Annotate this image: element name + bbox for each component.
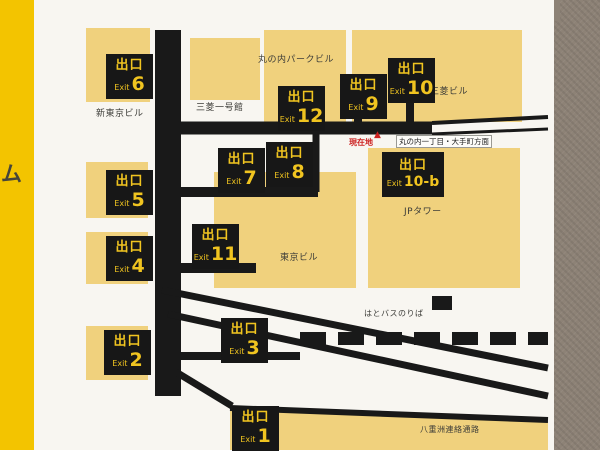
bus-stop-marks bbox=[300, 296, 548, 345]
yellow-sign-edge: ム bbox=[0, 0, 34, 450]
exit-4-number: 4 bbox=[131, 255, 145, 277]
current-location-arrow-icon: ▲ bbox=[374, 130, 381, 140]
exit-3-en: Exit bbox=[229, 347, 245, 356]
exit-11-number: 11 bbox=[210, 243, 238, 265]
exit-11-jp: 出口 bbox=[201, 228, 230, 243]
exit-8-en: Exit bbox=[274, 171, 290, 180]
exit-8-number: 8 bbox=[291, 161, 305, 183]
sign-partial-text: ム bbox=[1, 162, 22, 186]
exit-2-number: 2 bbox=[129, 349, 143, 371]
exit-11-en: Exit bbox=[193, 253, 209, 262]
exit-3-number: 3 bbox=[246, 337, 260, 359]
exit-5-number: 5 bbox=[131, 189, 145, 211]
exit-1-number: 1 bbox=[257, 425, 271, 447]
exit-5-en: Exit bbox=[114, 199, 130, 208]
wall-background bbox=[552, 0, 600, 450]
exit-9-jp: 出口 bbox=[349, 78, 378, 93]
exit-2-en: Exit bbox=[112, 359, 128, 368]
exit-6-number: 6 bbox=[131, 73, 145, 95]
label-tokyo-bldg: 東京ビル bbox=[280, 253, 319, 263]
exit-4-jp: 出口 bbox=[115, 240, 144, 255]
exit-1-jp: 出口 bbox=[241, 410, 270, 425]
exit-7-en: Exit bbox=[226, 177, 242, 186]
label-marunouchi-park-bldg: 丸の内パークビル bbox=[258, 55, 335, 65]
direction-note: 丸の内一丁目・大手町方面 bbox=[396, 135, 492, 148]
exit-12-en: Exit bbox=[279, 115, 295, 124]
exit-10-jp: 出口 bbox=[397, 62, 426, 77]
current-location-label: 現在地 bbox=[349, 138, 373, 147]
exit-5-jp: 出口 bbox=[115, 174, 144, 189]
exit-10b-number: 10-b bbox=[403, 174, 440, 190]
current-location-marker: 現在地 ▲ bbox=[349, 130, 381, 148]
label-yaesu-passage: 八重洲連絡通路 bbox=[420, 425, 480, 434]
exit-7-number: 7 bbox=[243, 167, 257, 189]
exit-1-en: Exit bbox=[240, 435, 256, 444]
label-jp-tower: JPタワー bbox=[404, 207, 442, 217]
label-hato-bus-stop: はとバスのりば bbox=[364, 309, 424, 318]
exit-3-jp: 出口 bbox=[230, 322, 259, 337]
exit-6-jp: 出口 bbox=[115, 58, 144, 73]
label-shin-tokyo-bldg: 新東京ビル bbox=[96, 109, 144, 119]
exit-9-en: Exit bbox=[348, 103, 364, 112]
exit-10-number: 10 bbox=[406, 77, 434, 99]
exit-12-jp: 出口 bbox=[287, 90, 316, 105]
exit-10-en: Exit bbox=[389, 87, 405, 96]
exit-9-number: 9 bbox=[365, 93, 379, 115]
exit-10b-en: Exit bbox=[386, 179, 402, 188]
exit-6-en: Exit bbox=[114, 83, 130, 92]
exit-8-jp: 出口 bbox=[275, 146, 304, 161]
exit-2-jp: 出口 bbox=[113, 334, 142, 349]
exit-7-jp: 出口 bbox=[227, 152, 256, 167]
exit-12-number: 12 bbox=[296, 105, 324, 127]
label-mitsubishi-bldg: 三菱ビル bbox=[430, 87, 469, 97]
exit-10b-jp: 出口 bbox=[398, 158, 427, 173]
exit-4-en: Exit bbox=[114, 265, 130, 274]
label-mitsubishi-ichigokan: 三菱一号館 bbox=[196, 103, 244, 113]
